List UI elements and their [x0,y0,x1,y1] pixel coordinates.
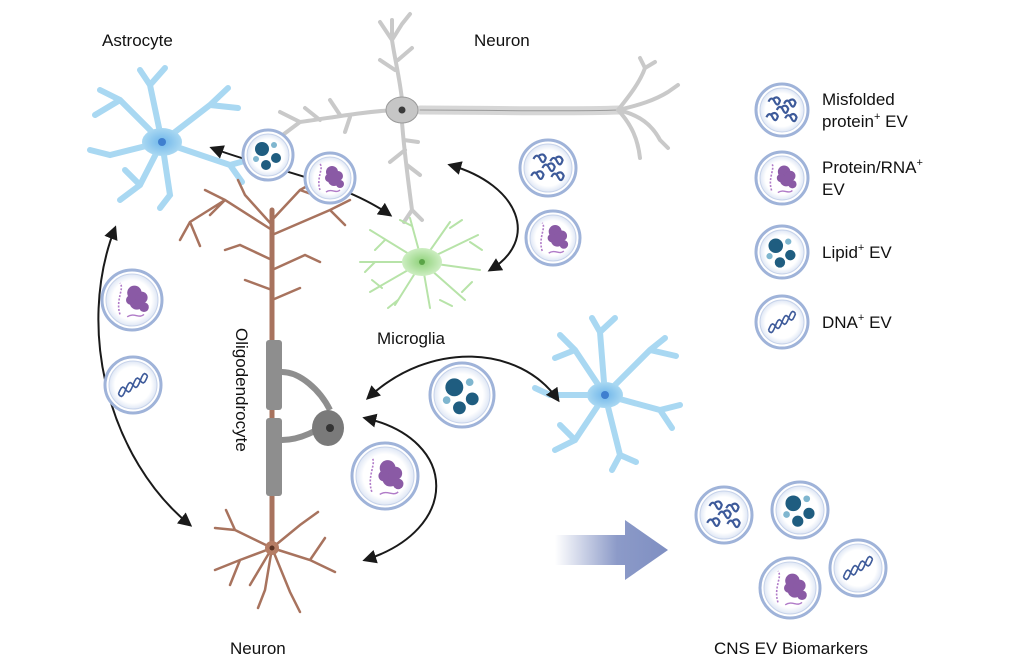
legend-icon-protein [754,150,810,206]
vesicle-protein-left [100,268,164,332]
legend-icon-misfolded [754,82,810,138]
neuron-top-label: Neuron [474,31,530,50]
arrow-neuron-microglia [447,161,519,272]
vesicle-misfolded-neuron [518,138,578,198]
biomarker-arrow [555,520,668,580]
arrow-oligo-neuron [362,413,438,564]
neuron-top-nucleus [398,106,406,114]
neuron-bottom-label: Neuron [230,639,286,658]
microglia-nucleus [419,259,425,265]
vesicle-protein-astro [303,151,357,205]
vesicle-protein-oligo [350,441,420,511]
vesicle-lipid-oligo [428,361,496,429]
vesicle-lipid-astro [241,128,295,182]
oligodendrocyte-label: Oligodendrocyte [232,328,251,452]
vesicle-protein-bio [758,556,822,620]
astrocyte-top-nucleus [158,138,166,146]
vesicle-dna-left [103,355,163,415]
legend-label-protein: Protein/RNA+ [822,157,923,177]
astrocyte-right-nucleus [601,391,609,399]
neuron-top-cell [278,12,680,224]
vesicle-misfolded-bio [694,485,754,545]
microglia-label: Microglia [377,329,446,348]
legend-label-misfolded: protein+ EV [822,111,908,131]
legend: Misfolded protein+ EV Protein/RNA+ EV Lipid+… [754,82,923,350]
legend-label-protein: EV [822,180,845,199]
legend-icon-dna [754,294,810,350]
vesicle-protein-neuron [524,209,582,267]
neuron-bottom-nucleus [269,545,275,551]
biomarkers-label: CNS EV Biomarkers [714,639,868,658]
legend-label-misfolded: Misfolded [822,90,895,109]
vesicles [100,128,888,620]
legend-label-lipid: Lipid+ EV [822,242,892,262]
vesicle-dna-bio [828,538,888,598]
oligodendrocyte-cell [266,340,344,496]
legend-icon-lipid [754,224,810,280]
astrocyte-label: Astrocyte [102,31,173,50]
vesicle-lipid-bio [770,480,830,540]
legend-label-dna: DNA+ EV [822,312,892,332]
arrow-oligo-astro [365,355,560,403]
